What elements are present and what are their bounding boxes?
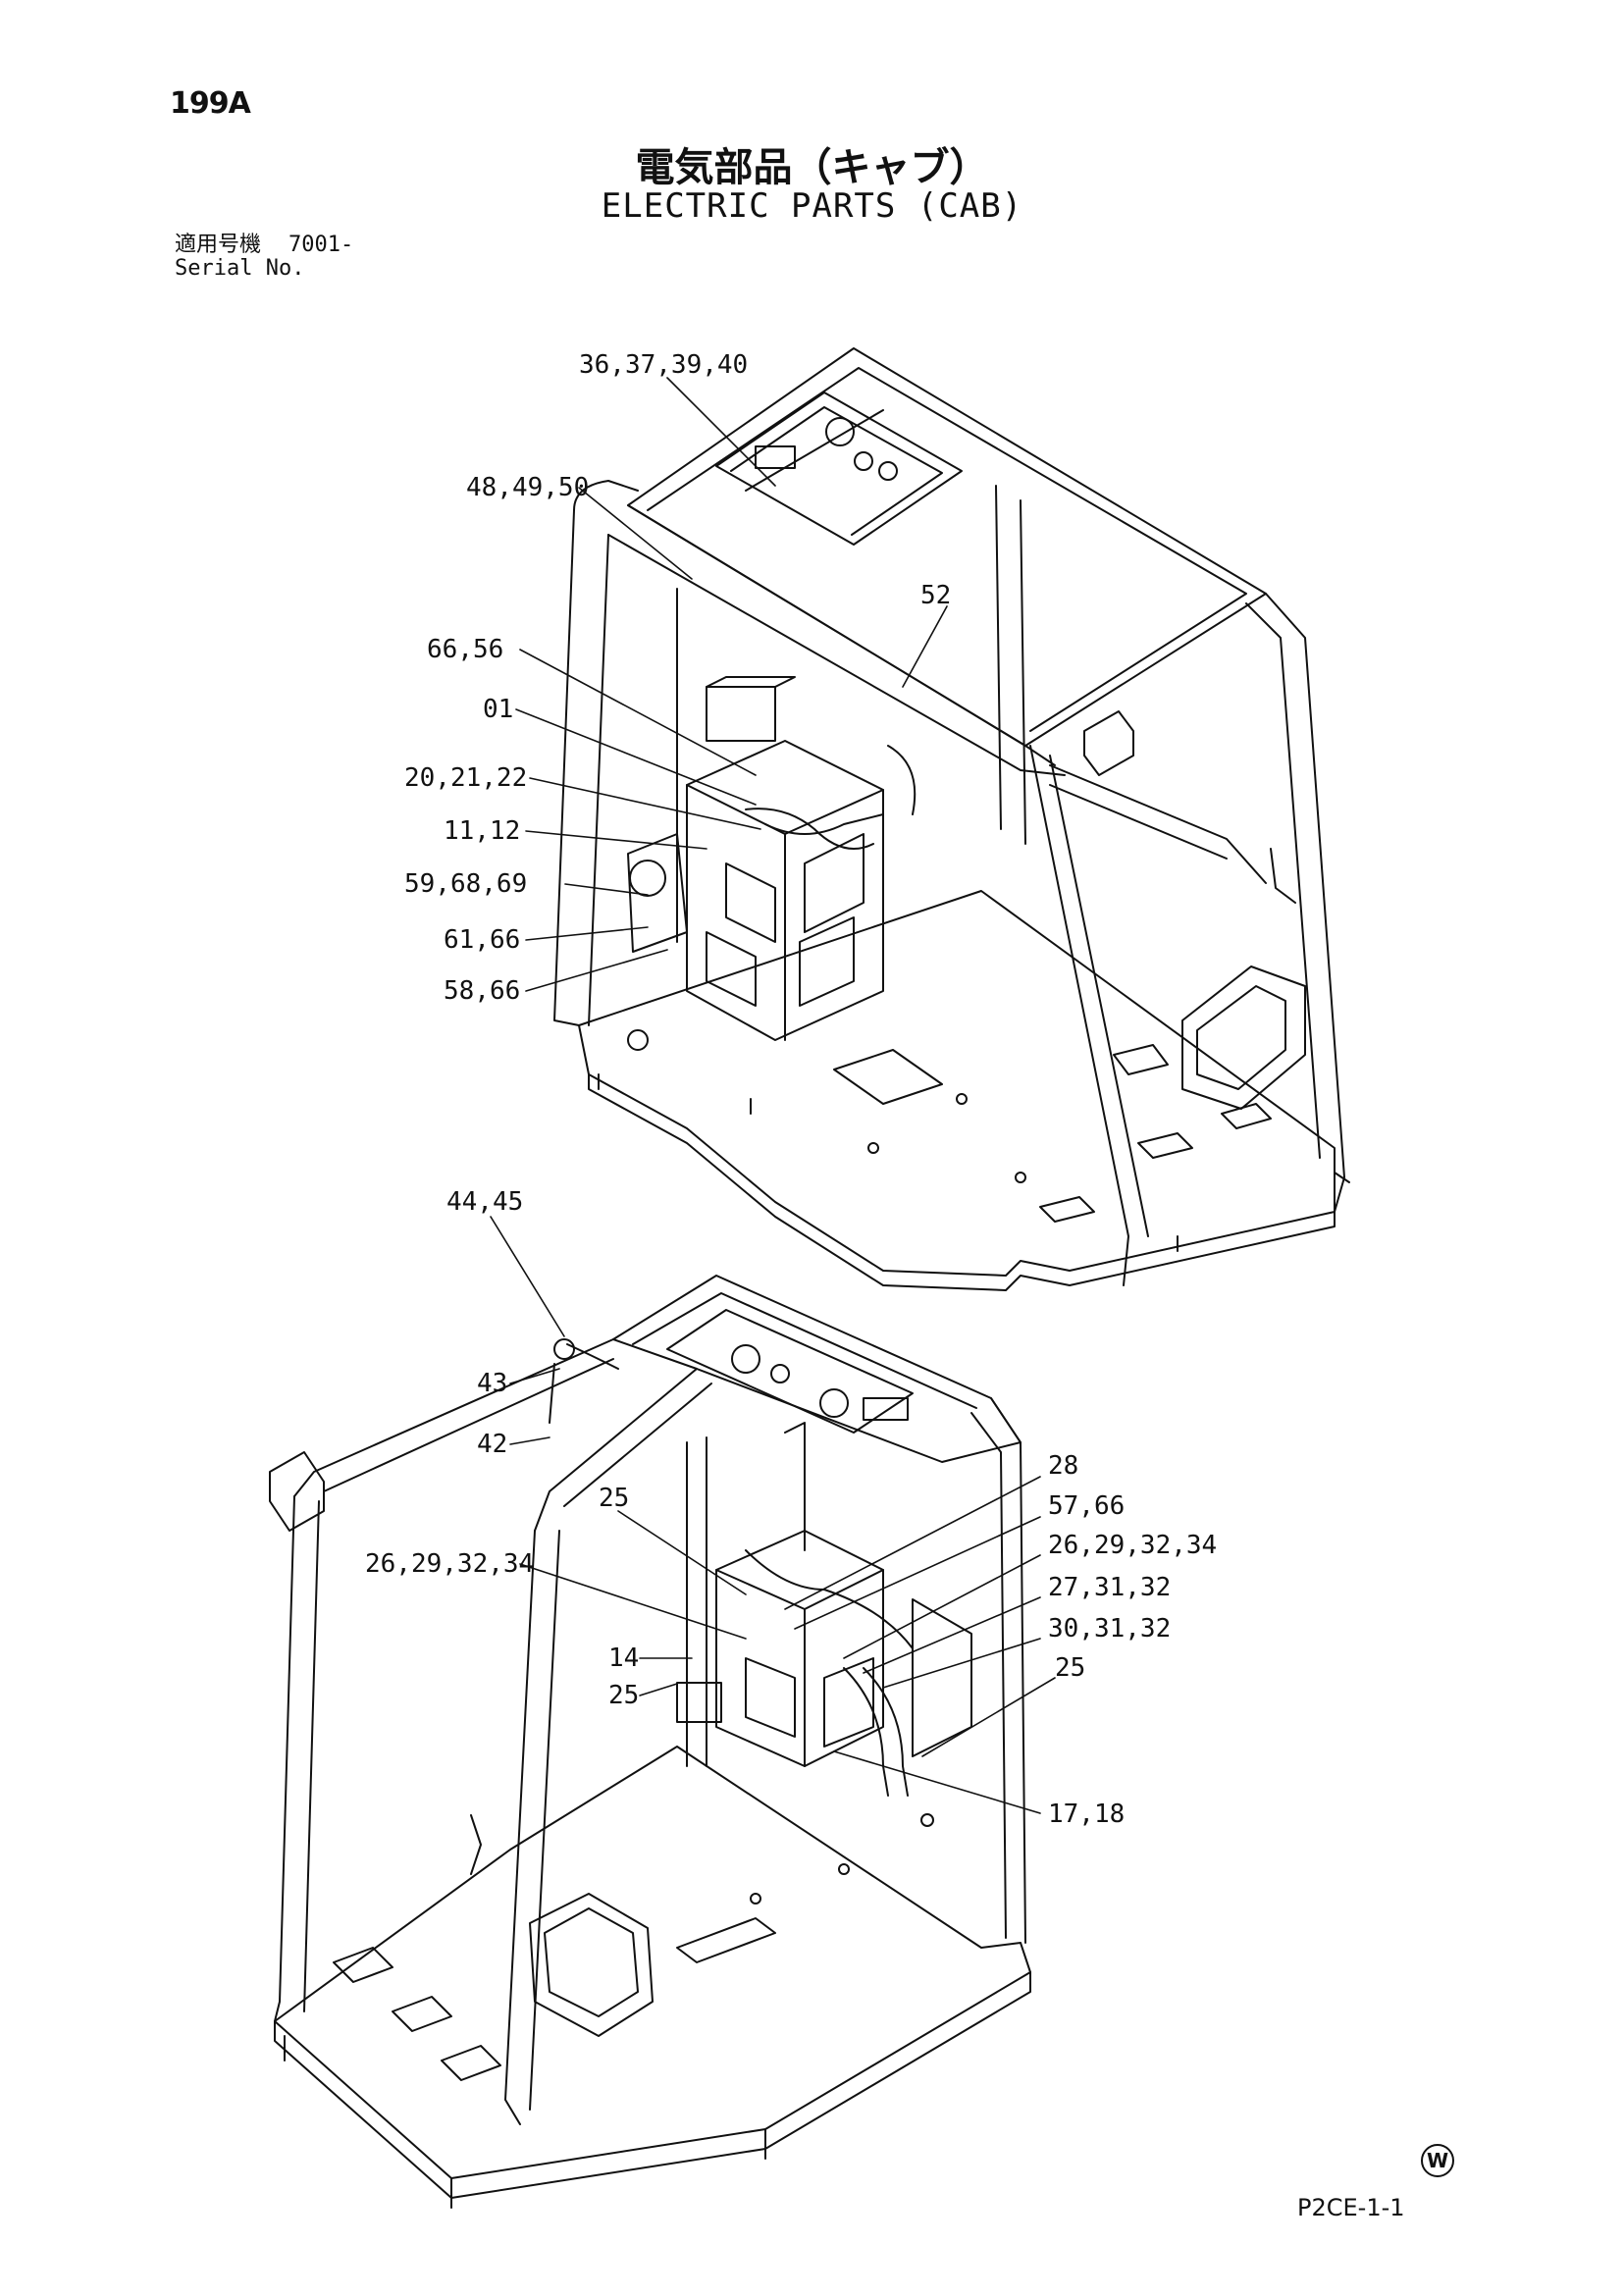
upper-cab-frame — [553, 347, 1350, 1291]
upper-leader-lines — [515, 377, 948, 992]
serial-label-en: Serial No. — [175, 256, 305, 281]
serial-value: 7001- — [288, 233, 354, 257]
callout-u3: 52 — [920, 581, 951, 610]
callout-l13: 25 — [1055, 1653, 1085, 1683]
title-english: ELECTRIC PARTS (CAB) — [601, 186, 1023, 226]
title-japanese: 電気部品（キャブ） — [635, 145, 989, 190]
callout-l4: 25 — [599, 1484, 629, 1513]
callout-u2: 48,49,50 — [466, 473, 589, 502]
callout-u6: 20,21,22 — [404, 763, 527, 793]
callout-l1: 44,45 — [446, 1187, 523, 1217]
drawing-code: P2CE-1-1 — [1297, 2194, 1405, 2221]
callout-u7: 11,12 — [444, 816, 520, 846]
lower-cab-frame — [269, 1275, 1031, 2209]
callout-l8: 28 — [1048, 1451, 1078, 1481]
serial-label-jp: 適用号機 — [175, 233, 262, 257]
callout-l12: 30,31,32 — [1048, 1614, 1171, 1644]
callout-l3: 42 — [477, 1430, 507, 1459]
circle-w-mark: W — [1421, 2144, 1454, 2177]
callout-l5: 26,29,32,34 — [365, 1549, 534, 1579]
callout-u4: 66,56 — [427, 635, 503, 664]
callout-l14: 17,18 — [1048, 1800, 1125, 1829]
callout-u1: 36,37,39,40 — [579, 350, 748, 380]
page-number: 199A — [170, 86, 251, 121]
callout-l9: 57,66 — [1048, 1491, 1125, 1521]
lower-leader-lines — [490, 1216, 1056, 1814]
callout-l6: 14 — [608, 1644, 639, 1673]
serial-block: 適用号機 7001- Serial No. — [175, 234, 353, 281]
callout-l2: 43 — [477, 1369, 507, 1398]
callout-l10: 26,29,32,34 — [1048, 1531, 1217, 1560]
callout-l11: 27,31,32 — [1048, 1573, 1171, 1602]
callout-l7: 25 — [608, 1681, 639, 1710]
callout-u5: 01 — [483, 695, 513, 724]
callout-u10: 58,66 — [444, 976, 520, 1006]
callout-u9: 61,66 — [444, 925, 520, 955]
callout-u8: 59,68,69 — [404, 869, 527, 899]
